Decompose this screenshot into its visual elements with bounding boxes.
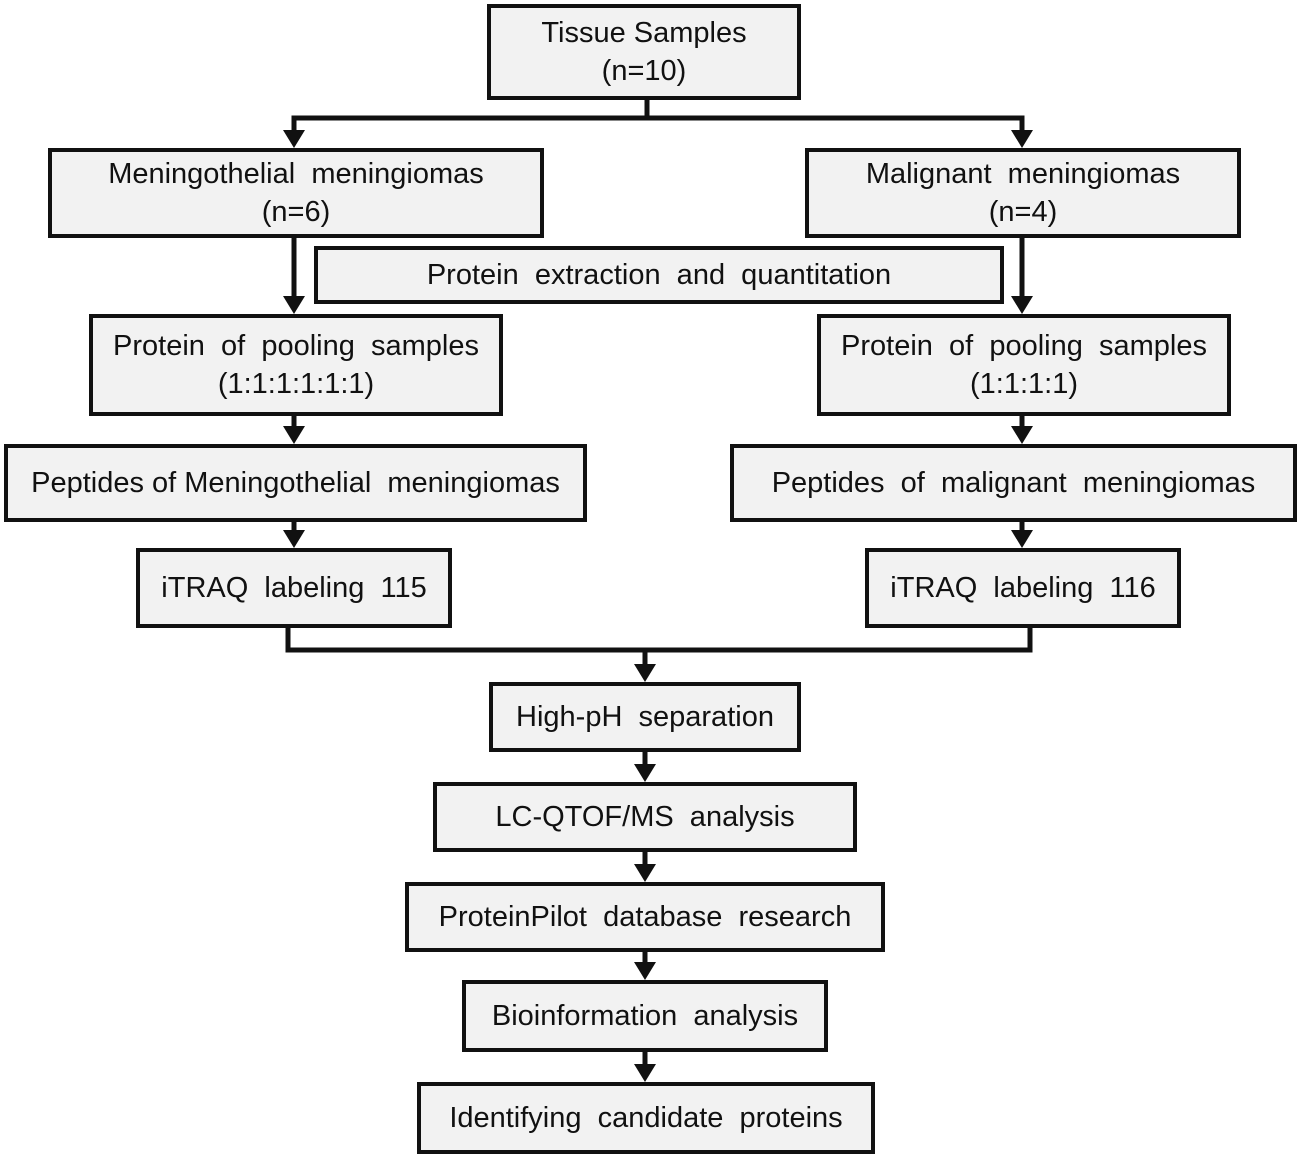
arrow-to-itraqR (1011, 530, 1033, 548)
arrow-to-pepL (283, 426, 305, 444)
arrow-to-bioinfo (634, 962, 656, 980)
node-pooling-right: Protein of pooling samples (1:1:1:1) (817, 314, 1231, 416)
arrow-to-identify (634, 1064, 656, 1082)
arrowheads (283, 130, 1033, 1082)
arrow-to-itraqL (283, 530, 305, 548)
node-label: Meningothelial meningiomas (108, 158, 484, 190)
node-proteinpilot: ProteinPilot database research (405, 882, 885, 952)
node-sublabel: (n=6) (261, 196, 331, 228)
node-label: ProteinPilot database research (438, 901, 852, 933)
node-high-ph-separation: High-pH separation (489, 682, 801, 752)
node-malignant: Malignant meningiomas (n=4) (805, 148, 1241, 238)
node-protein-extraction: Protein extraction and quantitation (314, 246, 1004, 304)
node-label: Protein of pooling samples (841, 330, 1207, 362)
node-label: Protein extraction and quantitation (426, 259, 892, 291)
node-label: iTRAQ labeling 115 (161, 572, 427, 604)
node-sublabel: (n=4) (988, 196, 1058, 228)
node-peptides-left: Peptides of Meningothelial meningiomas (4, 444, 587, 522)
arrow-to-poolR (1011, 296, 1033, 314)
node-label: Identifying candidate proteins (449, 1102, 843, 1134)
node-label: Peptides of Meningothelial meningiomas (31, 467, 560, 499)
node-sublabel: (1:1:1:1:1:1) (217, 368, 375, 400)
arrow-to-malig (1011, 130, 1033, 148)
node-itraq-116: iTRAQ labeling 116 (865, 548, 1181, 628)
node-label: LC-QTOF/MS analysis (495, 801, 795, 833)
node-label: Malignant meningiomas (865, 158, 1181, 190)
node-label: Tissue Samples (541, 17, 747, 49)
node-label: High-pH separation (516, 701, 774, 733)
arrow-to-lcms (634, 764, 656, 782)
node-tissue-samples: Tissue Samples (n=10) (487, 4, 801, 100)
node-meningothelial: Meningothelial meningiomas (n=6) (48, 148, 544, 238)
node-sublabel: (n=10) (601, 55, 687, 87)
node-label: Protein of pooling samples (113, 330, 479, 362)
node-sublabel: (1:1:1:1) (970, 368, 1078, 400)
node-candidate-proteins: Identifying candidate proteins (417, 1082, 875, 1154)
arrow-to-highph (634, 664, 656, 682)
node-itraq-115: iTRAQ labeling 115 (136, 548, 452, 628)
node-lc-qtof-ms: LC-QTOF/MS analysis (433, 782, 857, 852)
arrow-to-pepR (1011, 426, 1033, 444)
arrow-to-poolL (283, 296, 305, 314)
node-pooling-left: Protein of pooling samples (1:1:1:1:1:1) (89, 314, 503, 416)
node-peptides-right: Peptides of malignant meningiomas (730, 444, 1297, 522)
node-label: iTRAQ labeling 116 (890, 572, 1156, 604)
arrow-to-pilot (634, 864, 656, 882)
node-label: Peptides of malignant meningiomas (771, 467, 1256, 499)
arrow-to-menin (283, 130, 305, 148)
node-bioinformation: Bioinformation analysis (462, 980, 828, 1052)
node-label: Bioinformation analysis (491, 1000, 799, 1032)
